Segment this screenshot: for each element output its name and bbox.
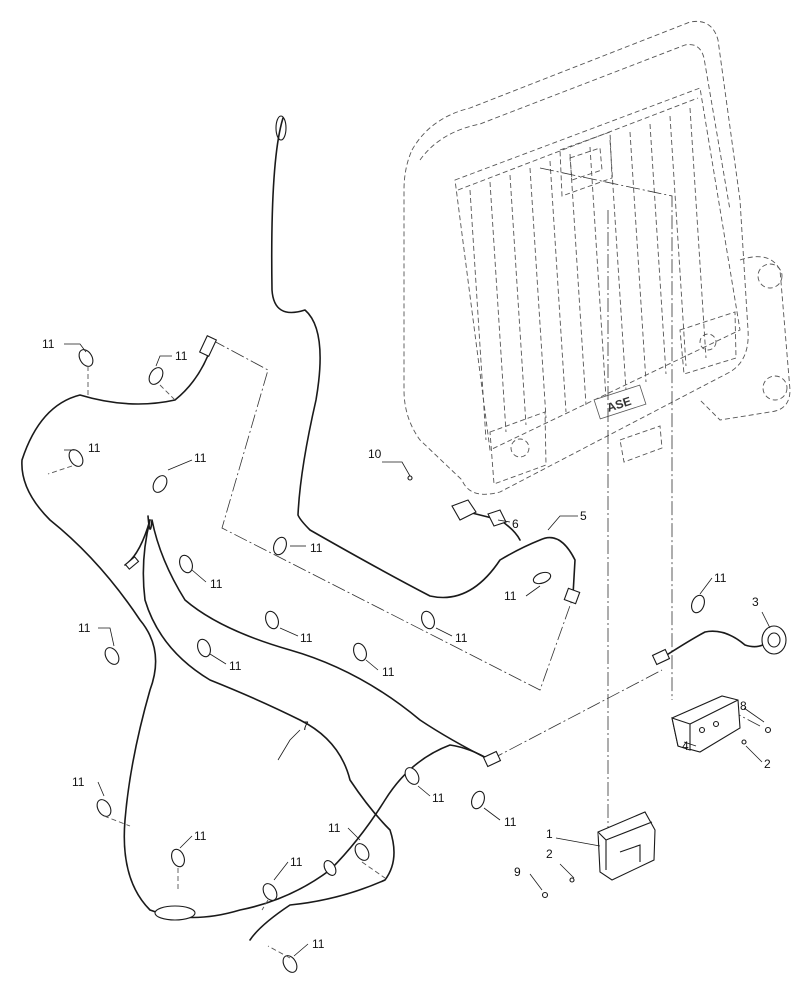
callout-11: 11 [88, 441, 101, 455]
callout-11: 11 [382, 665, 395, 679]
callout-9: 9 [514, 865, 521, 879]
cable-tie [323, 860, 337, 876]
callout-leaders [64, 343, 771, 957]
callout-11: 11 [290, 855, 303, 869]
connector-6 [451, 499, 507, 527]
cable-tie [197, 638, 211, 658]
cable-tie [262, 883, 278, 901]
callout-11: 11 [312, 937, 325, 951]
cable-tie [471, 790, 485, 810]
cable-tie [265, 610, 279, 630]
callout-7: 7 [302, 719, 309, 733]
tie-leaders [47, 366, 386, 959]
callout-11: 11 [455, 631, 468, 645]
cable-tie [532, 571, 552, 585]
cable-tie [353, 642, 367, 662]
cable-tie [171, 848, 185, 868]
fastener-10 [407, 475, 413, 481]
callout-11: 11 [72, 775, 85, 789]
callout-11: 11 [210, 577, 223, 591]
cable-tie [404, 767, 420, 785]
cable-tie [68, 449, 84, 467]
callout-11: 11 [42, 337, 55, 351]
callout-11: 11 [328, 821, 341, 835]
callout-11: 11 [310, 541, 323, 555]
callout-2: 2 [546, 847, 553, 861]
callout-11: 11 [78, 621, 91, 635]
cable-tie [282, 955, 298, 973]
bolt-9 [541, 891, 549, 899]
callout-11: 11 [229, 659, 242, 673]
cable-ties [68, 349, 705, 973]
cable-tie [148, 367, 164, 385]
cable-tie [152, 475, 168, 493]
hardware [407, 475, 772, 899]
callout-1: 1 [546, 827, 553, 841]
wire-harness [21, 115, 771, 941]
cable-tie [104, 647, 120, 665]
cable-tie [354, 843, 370, 861]
cable-tie [179, 554, 193, 574]
routing-centerlines [211, 167, 761, 830]
grille-logo: ASE [593, 384, 647, 420]
mount-1 [597, 811, 656, 881]
washer-2a [569, 877, 575, 883]
callouts: 11 11 11 11 11 11 11 11 11 11 11 11 11 1… [42, 337, 771, 951]
cable-tie [421, 610, 435, 630]
grille-assembly: ASE [403, 20, 791, 495]
cable-tie [96, 799, 112, 817]
bracket-4 [671, 695, 741, 753]
sensor-3 [761, 625, 787, 655]
callout-2: 2 [764, 757, 771, 771]
callout-11: 11 [504, 815, 517, 829]
nut-8 [764, 726, 772, 734]
callout-11: 11 [194, 451, 207, 465]
callout-8: 8 [740, 699, 747, 713]
callout-5: 5 [580, 509, 587, 523]
callout-11: 11 [714, 571, 727, 585]
callout-6: 6 [512, 517, 519, 531]
cable-tie [78, 349, 94, 367]
callout-4: 4 [682, 739, 689, 753]
callout-3: 3 [752, 595, 759, 609]
grille-slats [469, 107, 707, 441]
callout-11: 11 [432, 791, 445, 805]
cable-tie [273, 536, 287, 556]
callout-11: 11 [194, 829, 207, 843]
callout-11: 11 [300, 631, 313, 645]
washer-2b [741, 739, 747, 745]
cable-tie [691, 594, 705, 614]
callout-11: 11 [504, 589, 517, 603]
callout-11: 11 [175, 349, 188, 363]
callout-10: 10 [368, 447, 382, 461]
